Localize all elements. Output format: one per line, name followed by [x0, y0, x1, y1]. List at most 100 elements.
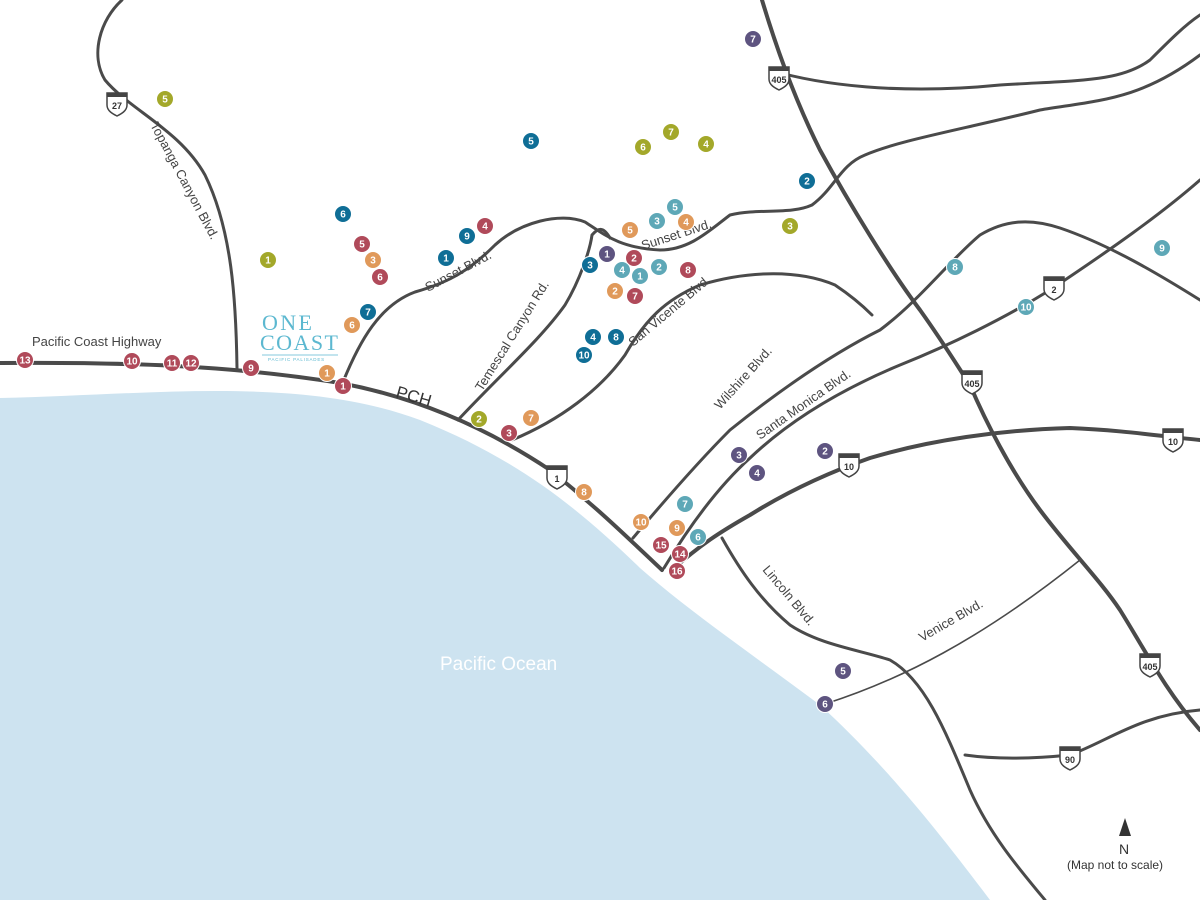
location-marker[interactable]: 8	[607, 328, 625, 346]
location-marker[interactable]: 3	[730, 446, 748, 464]
marker-dot[interactable]	[668, 519, 686, 537]
marker-dot[interactable]	[156, 90, 174, 108]
marker-dot[interactable]	[634, 138, 652, 156]
location-marker[interactable]: 9	[242, 359, 260, 377]
location-marker[interactable]: 2	[650, 258, 668, 276]
marker-dot[interactable]	[584, 328, 602, 346]
location-marker[interactable]: 6	[689, 528, 707, 546]
marker-dot[interactable]	[679, 261, 697, 279]
marker-dot[interactable]	[666, 198, 684, 216]
marker-dot[interactable]	[781, 217, 799, 235]
marker-dot[interactable]	[364, 251, 382, 269]
marker-dot[interactable]	[1153, 239, 1171, 257]
location-marker[interactable]: 4	[613, 261, 631, 279]
marker-dot[interactable]	[437, 249, 455, 267]
location-marker[interactable]: 5	[666, 198, 684, 216]
marker-dot[interactable]	[648, 212, 666, 230]
location-marker[interactable]: 7	[744, 30, 762, 48]
location-marker[interactable]: 12	[182, 354, 200, 372]
location-marker[interactable]: 2	[798, 172, 816, 190]
location-marker[interactable]: 1	[259, 251, 277, 269]
location-marker[interactable]: 5	[156, 90, 174, 108]
location-marker[interactable]: 6	[816, 695, 834, 713]
location-marker[interactable]: 1	[318, 364, 336, 382]
location-marker[interactable]: 7	[676, 495, 694, 513]
location-marker[interactable]: 5	[621, 221, 639, 239]
location-marker[interactable]: 5	[522, 132, 540, 150]
location-marker[interactable]: 7	[662, 123, 680, 141]
marker-dot[interactable]	[353, 235, 371, 253]
location-marker[interactable]: 10	[1017, 298, 1035, 316]
marker-dot[interactable]	[163, 354, 181, 372]
marker-dot[interactable]	[626, 287, 644, 305]
marker-dot[interactable]	[500, 424, 518, 442]
marker-dot[interactable]	[730, 446, 748, 464]
marker-dot[interactable]	[650, 258, 668, 276]
location-marker[interactable]: 4	[748, 464, 766, 482]
location-marker[interactable]: 11	[163, 354, 181, 372]
marker-dot[interactable]	[744, 30, 762, 48]
location-marker[interactable]: 2	[816, 442, 834, 460]
location-marker[interactable]: 7	[626, 287, 644, 305]
location-marker[interactable]: 8	[679, 261, 697, 279]
location-marker[interactable]: 10	[632, 513, 650, 531]
marker-dot[interactable]	[371, 268, 389, 286]
location-marker[interactable]: 3	[581, 256, 599, 274]
location-marker[interactable]: 4	[476, 217, 494, 235]
marker-dot[interactable]	[522, 132, 540, 150]
location-marker[interactable]: 8	[946, 258, 964, 276]
location-marker[interactable]: 9	[1153, 239, 1171, 257]
marker-dot[interactable]	[748, 464, 766, 482]
location-marker[interactable]: 7	[522, 409, 540, 427]
location-marker[interactable]: 9	[668, 519, 686, 537]
marker-dot[interactable]	[522, 409, 540, 427]
marker-dot[interactable]	[581, 256, 599, 274]
marker-dot[interactable]	[689, 528, 707, 546]
marker-dot[interactable]	[242, 359, 260, 377]
location-marker[interactable]: 1	[631, 267, 649, 285]
marker-dot[interactable]	[668, 562, 686, 580]
marker-dot[interactable]	[123, 352, 141, 370]
marker-dot[interactable]	[631, 267, 649, 285]
location-marker[interactable]: 2	[625, 249, 643, 267]
location-marker[interactable]: 1	[598, 245, 616, 263]
marker-dot[interactable]	[834, 662, 852, 680]
marker-dot[interactable]	[816, 442, 834, 460]
location-marker[interactable]: 10	[575, 346, 593, 364]
location-marker[interactable]: 1	[437, 249, 455, 267]
marker-dot[interactable]	[334, 205, 352, 223]
location-marker[interactable]: 6	[334, 205, 352, 223]
location-marker[interactable]: 3	[648, 212, 666, 230]
marker-dot[interactable]	[632, 513, 650, 531]
marker-dot[interactable]	[798, 172, 816, 190]
location-marker[interactable]: 4	[697, 135, 715, 153]
location-marker[interactable]: 2	[606, 282, 624, 300]
location-marker[interactable]: 15	[652, 536, 670, 554]
marker-dot[interactable]	[621, 221, 639, 239]
marker-dot[interactable]	[359, 303, 377, 321]
marker-dot[interactable]	[697, 135, 715, 153]
location-marker[interactable]: 5	[834, 662, 852, 680]
marker-dot[interactable]	[334, 377, 352, 395]
location-marker[interactable]: 10	[123, 352, 141, 370]
marker-dot[interactable]	[458, 227, 476, 245]
marker-dot[interactable]	[662, 123, 680, 141]
marker-dot[interactable]	[625, 249, 643, 267]
location-marker[interactable]: 6	[343, 316, 361, 334]
marker-dot[interactable]	[575, 346, 593, 364]
location-marker[interactable]: 6	[634, 138, 652, 156]
marker-dot[interactable]	[676, 495, 694, 513]
location-marker[interactable]: 8	[575, 483, 593, 501]
marker-dot[interactable]	[652, 536, 670, 554]
marker-dot[interactable]	[671, 545, 689, 563]
location-marker[interactable]: 9	[458, 227, 476, 245]
marker-dot[interactable]	[613, 261, 631, 279]
marker-dot[interactable]	[343, 316, 361, 334]
marker-dot[interactable]	[318, 364, 336, 382]
location-marker[interactable]: 16	[668, 562, 686, 580]
marker-dot[interactable]	[259, 251, 277, 269]
marker-dot[interactable]	[476, 217, 494, 235]
marker-dot[interactable]	[1017, 298, 1035, 316]
marker-dot[interactable]	[606, 282, 624, 300]
location-marker[interactable]: 6	[371, 268, 389, 286]
